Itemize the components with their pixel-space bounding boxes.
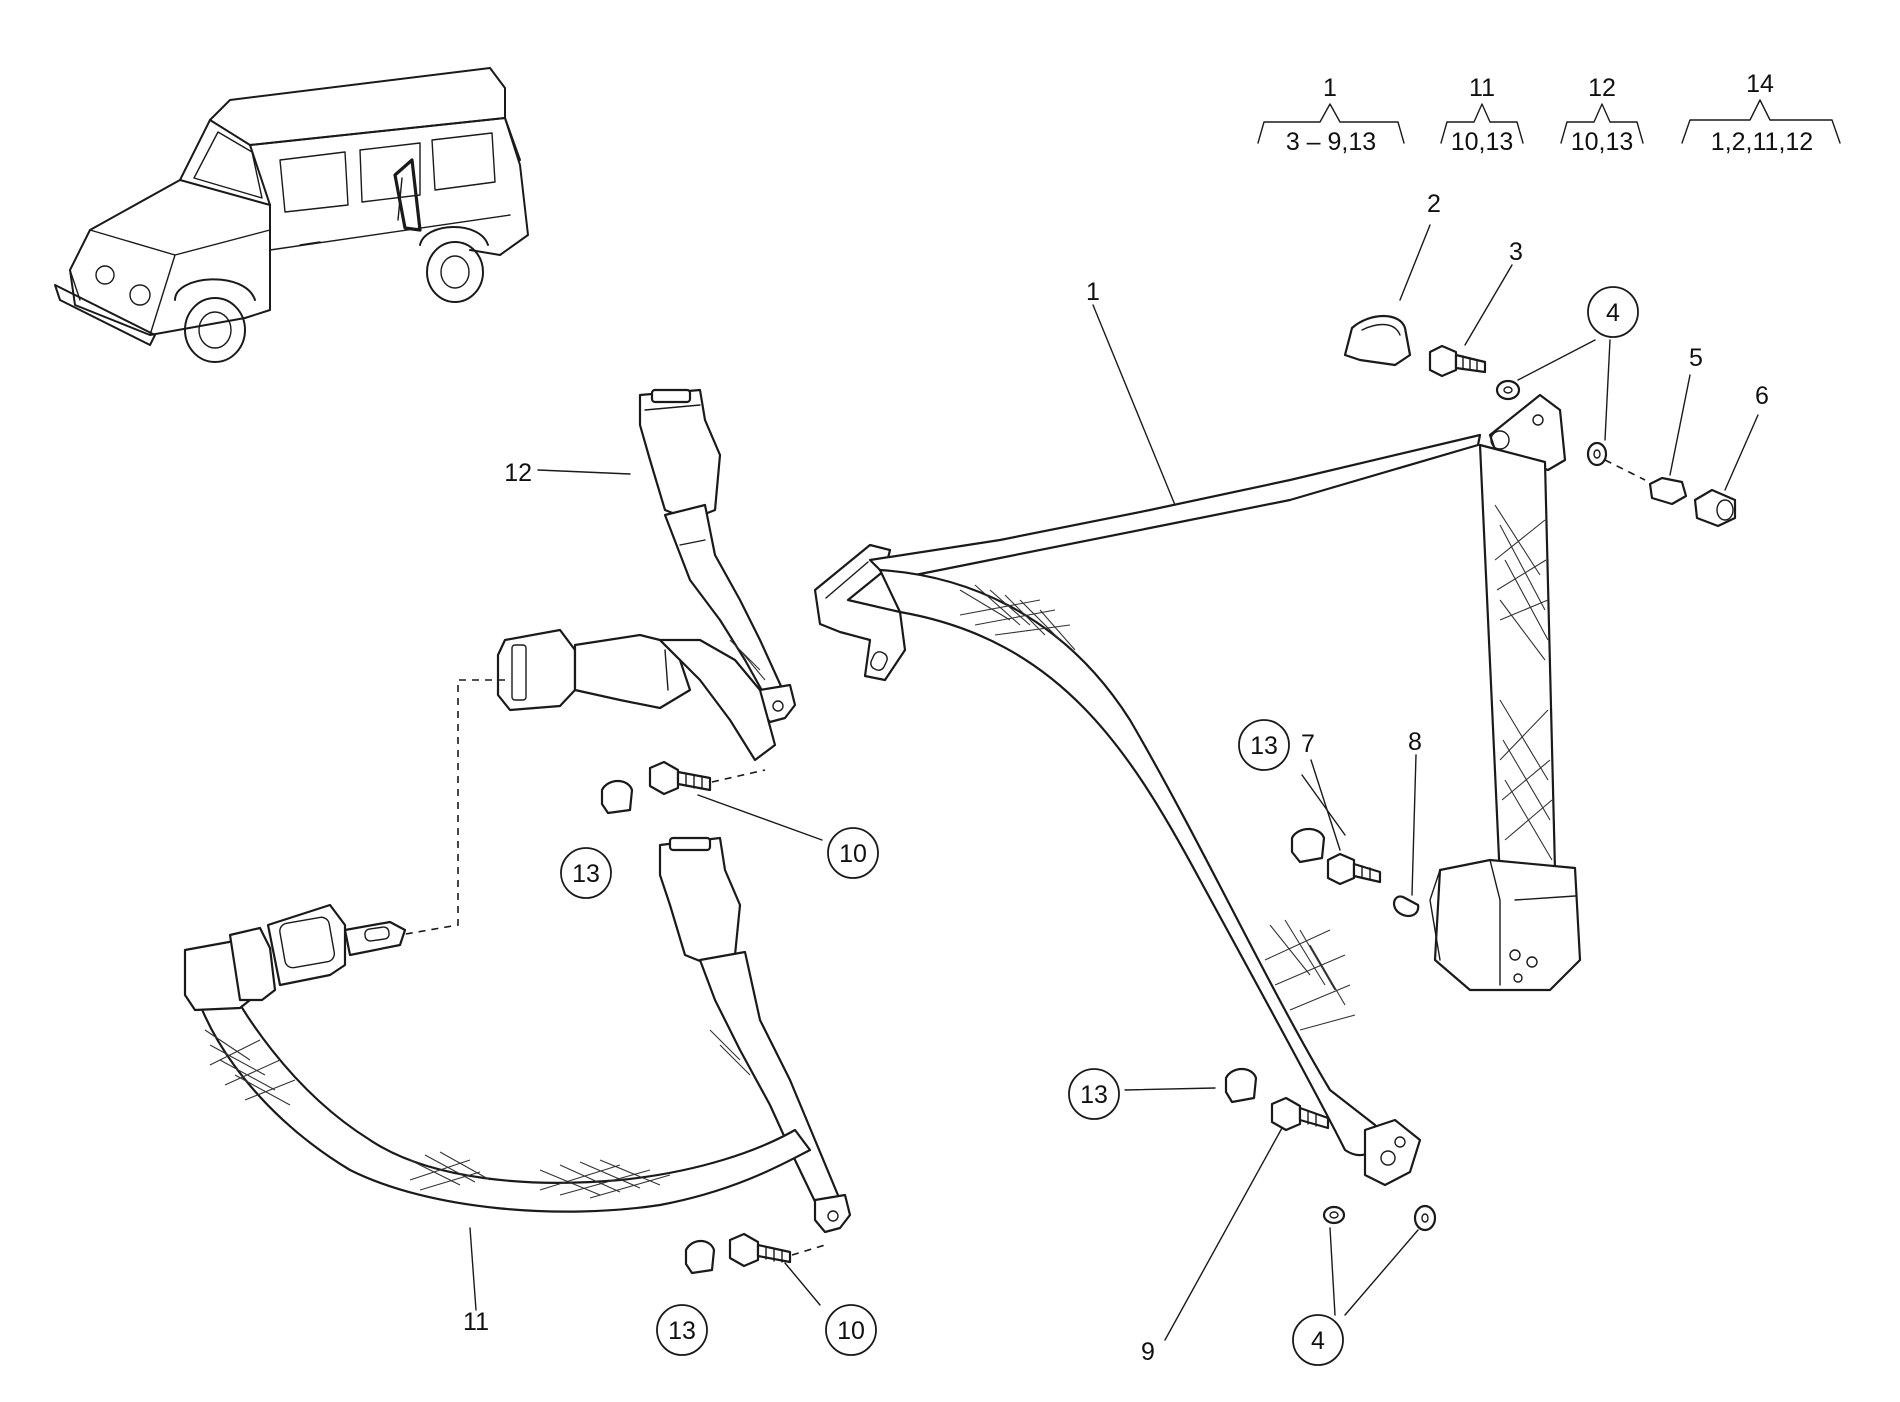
callout-circle — [1587, 286, 1639, 338]
group-parent: 14 — [1746, 70, 1774, 98]
part-13-cap-mid — [1290, 827, 1326, 864]
part-2-cover-cap — [1343, 315, 1412, 367]
group-children: 10,13 — [1451, 128, 1514, 156]
part-5-spacer — [1648, 476, 1688, 506]
group-parent: 1 — [1323, 74, 1337, 102]
part-8-washer — [1392, 895, 1420, 918]
callout-7: 7 — [1301, 730, 1315, 758]
callout-10-upper: 10 — [839, 840, 867, 868]
group-parent: 12 — [1588, 74, 1616, 102]
group-parent: 11 — [1469, 74, 1495, 102]
part-9-bolt — [1270, 1096, 1330, 1132]
callout-13-lower-left: 13 — [668, 1317, 696, 1345]
part-3-bolt — [1428, 344, 1487, 378]
callout-12: 12 — [504, 459, 532, 487]
part-13-cap-lower-left — [684, 1239, 716, 1275]
callout-circle — [1068, 1068, 1120, 1120]
group-legend: 1 3 – 9,13 11 10,13 12 10,13 14 1,2,11,1… — [1257, 70, 1841, 156]
callout-circle — [1238, 719, 1290, 771]
callout-3: 3 — [1509, 238, 1523, 266]
part-7-bolt — [1326, 852, 1382, 886]
assembly-line — [399, 679, 505, 936]
part-12-buckle-strap — [638, 388, 797, 724]
leader-lines — [469, 224, 1759, 1341]
callout-circle — [827, 827, 879, 879]
group-children: 1,2,11,12 — [1711, 128, 1813, 156]
group-1: 1 3 – 9,13 — [1257, 74, 1405, 156]
assembly-line — [1604, 459, 1646, 481]
vehicle-illustration — [54, 67, 529, 363]
callout-circle — [656, 1304, 708, 1356]
callout-10-lower: 10 — [837, 1317, 865, 1345]
part-6-sleeve — [1693, 488, 1737, 528]
callout-8: 8 — [1408, 728, 1422, 756]
part-11-lap-belt — [183, 628, 852, 1234]
part-13-cap-upper-left — [600, 779, 634, 815]
callout-circle — [825, 1304, 877, 1356]
part-10-bolt-upper — [648, 760, 712, 796]
part-10-bolt-lower — [728, 1232, 792, 1268]
part-4-washers — [1322, 379, 1608, 1232]
group-children: 3 – 9,13 — [1286, 128, 1376, 156]
part-13-cap-low — [1224, 1067, 1258, 1104]
callout-4-bottom: 4 — [1311, 1327, 1325, 1355]
callout-6: 6 — [1755, 382, 1769, 410]
callout-2: 2 — [1427, 190, 1441, 218]
callout-1: 1 — [1086, 278, 1100, 306]
callout-circle — [560, 847, 612, 899]
callout-4-top: 4 — [1606, 299, 1620, 327]
part-1-three-point-belt — [813, 393, 1582, 1187]
group-11: 11 10,13 — [1440, 74, 1524, 156]
callout-13-upper-left: 13 — [572, 860, 600, 888]
callout-9: 9 — [1141, 1338, 1155, 1366]
group-12: 12 10,13 — [1560, 74, 1644, 156]
assembly-line — [791, 1244, 826, 1256]
callout-circle — [1292, 1314, 1344, 1366]
group-14: 14 1,2,11,12 — [1681, 70, 1841, 156]
group-children: 10,13 — [1571, 128, 1634, 156]
callout-13-retractor: 13 — [1250, 732, 1278, 760]
assembly-line — [711, 769, 766, 783]
callout-5: 5 — [1689, 344, 1703, 372]
callout-13-anchor: 13 — [1080, 1081, 1108, 1109]
callouts: 1 2 3 4 5 6 7 8 9 4 13 13 12 13 10 11 13… — [463, 190, 1769, 1366]
callout-11: 11 — [463, 1308, 489, 1336]
